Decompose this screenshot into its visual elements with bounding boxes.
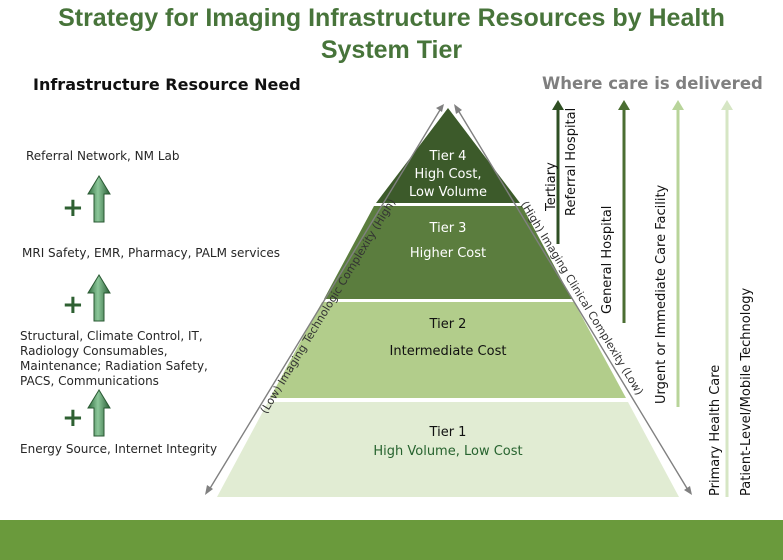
tier-1-band	[217, 402, 679, 497]
general-hospital-label: General Hospital	[600, 206, 615, 314]
primary-care-arrow	[721, 100, 733, 497]
general-hospital-arrow	[618, 100, 630, 323]
plus-sign-2: +	[62, 290, 84, 320]
need-tier1: Energy Source, Internet Integrity	[20, 442, 218, 456]
tier-3-band	[324, 206, 572, 299]
primary-health-label: Primary Health Care	[708, 365, 723, 496]
urgent-care-arrow	[672, 100, 684, 407]
patient-level-label: Patient-Level/Mobile Technology	[739, 287, 754, 496]
footer-bar	[0, 520, 783, 560]
page-title: Strategy for Imaging Infrastructure Reso…	[0, 2, 783, 66]
plus-sign-3: +	[62, 403, 84, 433]
tier-3-label-line1: Tier 3	[429, 221, 467, 236]
plus-sign-1: +	[62, 193, 84, 223]
tier-1-label-line1: Tier 1	[429, 425, 467, 440]
up-arrow-icon-3	[87, 389, 111, 437]
need-tier2-line-4: PACS, Communications	[20, 374, 159, 388]
referral-hospital-label: Referral Hospital	[564, 108, 579, 216]
tier-1-label-line2: High Volume, Low Cost	[373, 444, 522, 459]
infrastructure-heading: Infrastructure Resource Need	[33, 75, 301, 94]
up-arrow-icon-1	[87, 175, 111, 223]
tier-4-label-line1: Tier 4	[429, 149, 467, 164]
need-tier4: Referral Network, NM Lab	[26, 149, 180, 163]
urgent-care-label: Urgent or Immediate Care Facility	[654, 184, 669, 404]
tier-2-label-line2: Intermediate Cost	[390, 344, 507, 359]
need-tier2-line-1: Structural, Climate Control, IT,	[20, 329, 203, 343]
clinical-complexity-arrow	[454, 104, 692, 495]
tier-4-label-line3: Low Volume	[409, 185, 487, 200]
up-arrow-icon-2	[87, 274, 111, 322]
referral-hospital-arrow	[552, 100, 564, 244]
tier-2-band	[270, 302, 626, 398]
technologic-complexity-arrow	[205, 104, 444, 495]
tier-4-label-line2: High Cost,	[414, 167, 481, 182]
tier-3-label-line2: Higher Cost	[410, 246, 486, 261]
tertiary-label: Tertiary	[544, 162, 559, 212]
need-tier3: MRI Safety, EMR, Pharmacy, PALM services	[22, 246, 281, 260]
tier-2-label-line1: Tier 2	[429, 317, 467, 332]
need-tier2: Structural, Climate Control, IT, Radiolo…	[20, 329, 208, 389]
care-delivery-heading: Where care is delivered	[542, 74, 763, 93]
need-tier2-line-2: Radiology Consumables,	[20, 344, 168, 358]
need-tier2-line-3: Maintenance; Radiation Safety,	[20, 359, 208, 373]
title-line-1: Strategy for Imaging Infrastructure Reso…	[58, 4, 725, 32]
tier-4-band	[376, 108, 520, 203]
title-line-2: System Tier	[320, 36, 463, 64]
